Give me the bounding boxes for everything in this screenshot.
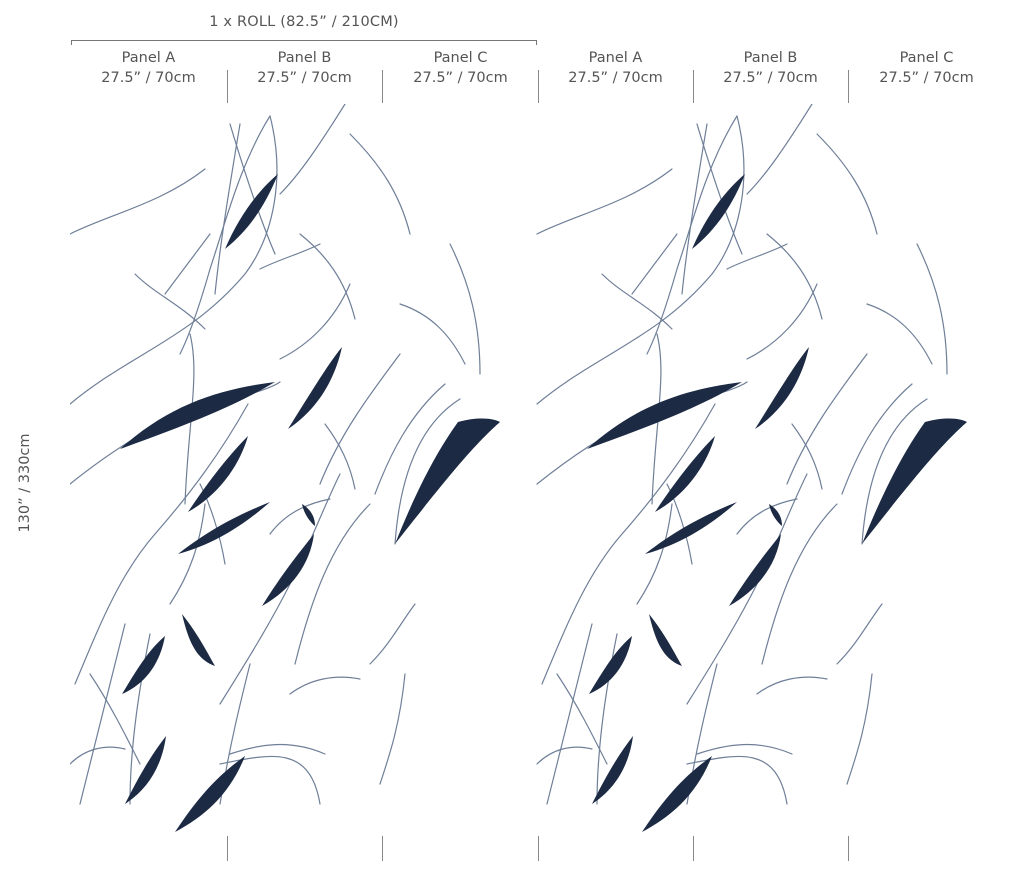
panel-name: Panel C bbox=[433, 50, 488, 66]
pattern-repeat-right bbox=[536, 104, 968, 833]
panel-divider-bottom bbox=[382, 836, 383, 861]
panel-size: 27.5” / 70cm bbox=[413, 70, 508, 86]
roll-width-bracket bbox=[71, 40, 537, 45]
panel-header-2: Panel B 27.5” / 70cm bbox=[227, 48, 382, 88]
panel-name: Panel C bbox=[899, 50, 954, 66]
panel-divider-top bbox=[538, 70, 539, 103]
panel-header-1: Panel A 27.5” / 70cm bbox=[71, 48, 226, 88]
panel-size: 27.5” / 70cm bbox=[568, 70, 663, 86]
panel-divider-bottom bbox=[227, 836, 228, 861]
panel-header-4: Panel A 27.5” / 70cm bbox=[538, 48, 693, 88]
panel-name: Panel B bbox=[277, 50, 332, 66]
panel-divider-bottom bbox=[693, 836, 694, 861]
panel-size: 27.5” / 70cm bbox=[723, 70, 818, 86]
panel-header-6: Panel C 27.5” / 70cm bbox=[849, 48, 1004, 88]
mural-artwork bbox=[70, 104, 1004, 835]
panel-divider-top bbox=[382, 70, 383, 103]
roll-width-label: 1 x ROLL (82.5” / 210CM) bbox=[209, 14, 399, 30]
panel-name: Panel B bbox=[743, 50, 798, 66]
panel-size: 27.5” / 70cm bbox=[879, 70, 974, 86]
pattern-repeat-left bbox=[70, 104, 501, 833]
panel-header-5: Panel B 27.5” / 70cm bbox=[693, 48, 848, 88]
panel-name: Panel A bbox=[588, 50, 643, 66]
panel-divider-bottom bbox=[538, 836, 539, 861]
panel-divider-bottom bbox=[848, 836, 849, 861]
panel-size: 27.5” / 70cm bbox=[101, 70, 196, 86]
panel-size: 27.5” / 70cm bbox=[257, 70, 352, 86]
panel-divider-top bbox=[693, 70, 694, 103]
panel-divider-top bbox=[227, 70, 228, 103]
panel-name: Panel A bbox=[121, 50, 176, 66]
mural-height-label: 130” / 330cm bbox=[17, 433, 33, 533]
panel-header-3: Panel C 27.5” / 70cm bbox=[383, 48, 538, 88]
panel-divider-top bbox=[848, 70, 849, 103]
leaf-pattern-illustration bbox=[70, 104, 968, 833]
